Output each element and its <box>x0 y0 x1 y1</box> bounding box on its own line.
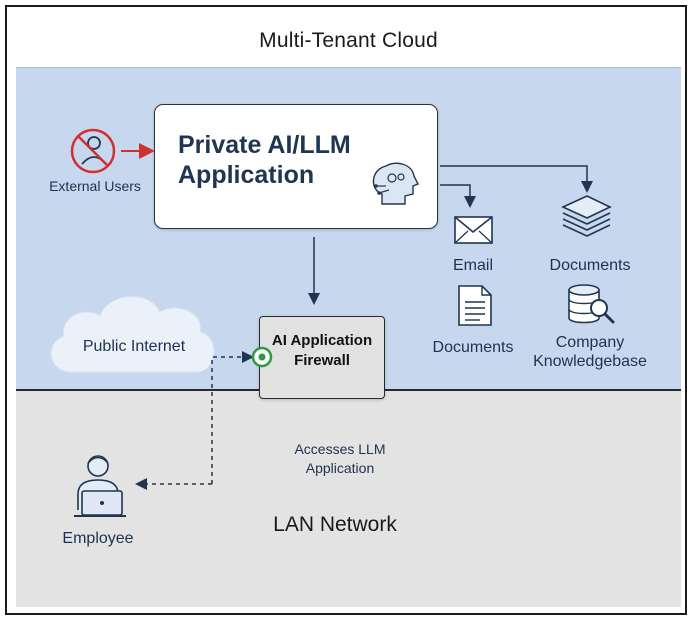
knowledgebase-label: Company Knowledgebase <box>522 333 658 371</box>
access-note-line1: Accesses LLM <box>294 441 386 457</box>
external-users-label: External Users <box>49 178 141 194</box>
email-label: Email <box>452 257 493 274</box>
envelope-icon <box>454 216 493 244</box>
layers-stack-icon <box>561 195 612 237</box>
llm-to-email-arrow <box>440 184 476 208</box>
internet-to-firewall-dashed <box>211 351 254 484</box>
blocked-user-icon <box>70 128 116 174</box>
database-search-icon <box>568 284 615 324</box>
llm-application-title: Private AI/LLM Application <box>178 130 398 190</box>
lan-zone <box>16 389 681 607</box>
lan-network-label: LAN Network <box>273 513 397 536</box>
employee-laptop-icon <box>74 455 126 517</box>
llm-title-line1: Private AI/LLM <box>178 131 351 159</box>
documents-file-label: Documents <box>432 339 514 356</box>
firewall-label-line2: Firewall <box>294 352 350 369</box>
llm-to-documents-arrow <box>440 165 593 193</box>
public-internet-label: Public Internet <box>82 338 186 355</box>
access-note-label: Accesses LLM Application <box>280 440 400 478</box>
firewall-box <box>259 316 385 399</box>
diagram-title: Multi-Tenant Cloud <box>259 29 438 52</box>
employee-label: Employee <box>62 530 134 547</box>
llm-title-line2: Application <box>178 161 315 189</box>
firewall-label: AI Application Firewall <box>259 331 385 371</box>
access-note-line2: Application <box>305 460 375 476</box>
firewall-label-line1: AI Application <box>271 332 373 349</box>
power-ring-icon <box>251 346 273 368</box>
knowledgebase-line1: Company <box>555 334 625 351</box>
knowledgebase-line2: Knowledgebase <box>533 353 647 370</box>
document-icon <box>458 285 492 326</box>
brain-head-icon <box>372 162 419 205</box>
documents-top-label: Documents <box>549 257 631 274</box>
